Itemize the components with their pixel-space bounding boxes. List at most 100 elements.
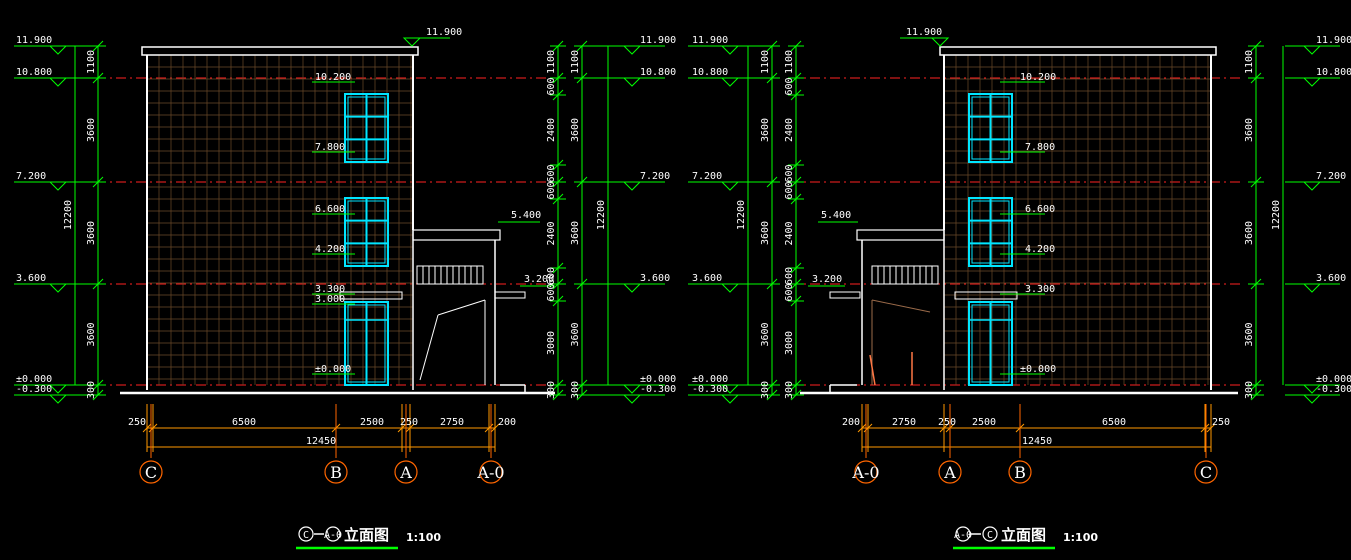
level-label: 11.900: [16, 35, 52, 46]
dim-inner-left-label: 2400: [784, 221, 795, 245]
level-triangle: [1302, 77, 1322, 87]
dim-inner-right-label: 600: [546, 181, 557, 199]
annex-canopy: [494, 291, 526, 299]
bottom-dim-label: 2750: [440, 417, 464, 428]
bottom-dim-tick: [484, 423, 494, 433]
bottom-dim-label: 6500: [232, 417, 256, 428]
title-axis-to: [982, 526, 998, 542]
dim-inner-left-label: 300: [784, 381, 795, 399]
bottom-dim-label: 2500: [360, 417, 384, 428]
level-triangle: [720, 45, 740, 55]
level-triangle: [48, 283, 68, 293]
canopy: [954, 291, 1018, 300]
drawing-scale: 1:100: [1063, 531, 1098, 544]
bottom-dim-label: 250: [128, 417, 146, 428]
canopy: [339, 291, 403, 300]
level-triangle: [720, 283, 740, 293]
level-label: 3.600: [1316, 273, 1346, 284]
grid-axis-bubble: [854, 460, 878, 484]
title-axis-from: [955, 526, 971, 542]
title-axis-to-label: C: [987, 530, 993, 541]
dim-inner-left-label: 600: [784, 164, 795, 182]
dim-outer-left-label: 3600: [86, 118, 97, 142]
level-label: ±0.000: [16, 374, 52, 385]
level-triangle: [48, 181, 68, 191]
grid-axis-label: C: [1200, 463, 1212, 482]
dim-outer-left-label: 3600: [86, 322, 97, 346]
grid-axis-bubble: [938, 460, 962, 484]
dim-outer-right-label: 300: [570, 381, 581, 399]
level-label: -0.300: [640, 384, 676, 395]
bottom-dim-label: 200: [498, 417, 516, 428]
level-label: ±0.000: [640, 374, 676, 385]
dim-outer-right-label: 3600: [570, 221, 581, 245]
grid-axis-label: B: [1014, 463, 1026, 482]
level-label: -0.300: [692, 384, 728, 395]
dim-outer-left-label: 1100: [86, 50, 97, 74]
drawing-title: 立面图: [344, 526, 389, 544]
level-label: 7.200: [640, 171, 670, 182]
dim-outer-right-label: 3600: [1244, 118, 1255, 142]
elevation-drawing-right: 11.90010.8007.2003.600±0.000-0.30011.900…: [688, 27, 1351, 550]
dim-inner-right-label: 300: [546, 381, 557, 399]
bottom-dim-label: 250: [1212, 417, 1230, 428]
bottom-dim-tick: [857, 423, 867, 433]
level-label: 3.600: [16, 273, 46, 284]
dim-outer-left-label: 1100: [760, 50, 771, 74]
dim-inner-left-label: 600: [784, 181, 795, 199]
dim-inner-left-label: 2400: [784, 118, 795, 142]
door-transom: [968, 301, 1013, 321]
dim-outer-right-label: 300: [1244, 381, 1255, 399]
dim-inner-left-label: 600: [784, 77, 795, 95]
level-label: 10.800: [16, 67, 52, 78]
level-label: 11.900: [1316, 35, 1351, 46]
bottom-dim-label: 250: [938, 417, 956, 428]
bottom-dim-tick: [1206, 423, 1216, 433]
title-axis-from-label: C: [303, 530, 309, 541]
opening-level-label: 10.200: [315, 72, 351, 83]
opening-level-label: 4.200: [1025, 244, 1055, 255]
bottom-dim-label: 200: [842, 417, 860, 428]
dim-outer-right-label: 1100: [1244, 50, 1255, 74]
dim-inner-right-label: 1100: [546, 50, 557, 74]
dim-inner-right-label: 600: [546, 164, 557, 182]
bottom-dim-tick: [1200, 423, 1210, 433]
annex-level-label: 3.200: [812, 274, 842, 285]
bottom-dim-tick: [863, 423, 873, 433]
opening-level-label: ±0.000: [315, 364, 351, 375]
opening-level-label: 3.000: [315, 294, 345, 305]
dim-outer-left-label: 3600: [760, 322, 771, 346]
bottom-dim-label: 2500: [972, 417, 996, 428]
dim-inner-right-label: 600: [546, 77, 557, 95]
dim-inner-left-label: 3000: [784, 331, 795, 355]
annex-level-label: 3.200: [524, 274, 554, 285]
level-label: 7.200: [692, 171, 722, 182]
grid-axis-bubble: [324, 460, 348, 484]
stair-line: [419, 314, 439, 381]
window-second-floor: [344, 197, 389, 267]
annex-railing: [416, 265, 484, 285]
level-triangle: [48, 77, 68, 87]
bottom-dim-tick: [405, 423, 415, 433]
level-label: 10.800: [1316, 67, 1351, 78]
annex-canopy: [829, 291, 861, 299]
dim-inner-right-label: 600: [546, 283, 557, 301]
level-triangle: [622, 384, 642, 394]
level-label: 11.900: [906, 27, 942, 38]
bottom-dim-tick: [148, 423, 158, 433]
level-triangle: [622, 283, 642, 293]
grid-axis-label: C: [145, 463, 157, 482]
stair-line: [437, 299, 486, 316]
opening-level-label: 7.800: [315, 142, 345, 153]
level-triangle: [622, 394, 642, 404]
dim-outer-right-label: 3600: [570, 118, 581, 142]
annex-level-label: 5.400: [821, 210, 851, 221]
dim-inner-left-label: 1100: [784, 50, 795, 74]
level-label: 11.900: [640, 35, 676, 46]
opening-level-label: 10.200: [1020, 72, 1056, 83]
level-triangle: [720, 77, 740, 87]
level-label: 7.200: [16, 171, 46, 182]
total-dim-label: 12200: [63, 200, 74, 230]
annex-level-label: 5.400: [511, 210, 541, 221]
bottom-total-label: 12450: [1022, 436, 1052, 447]
